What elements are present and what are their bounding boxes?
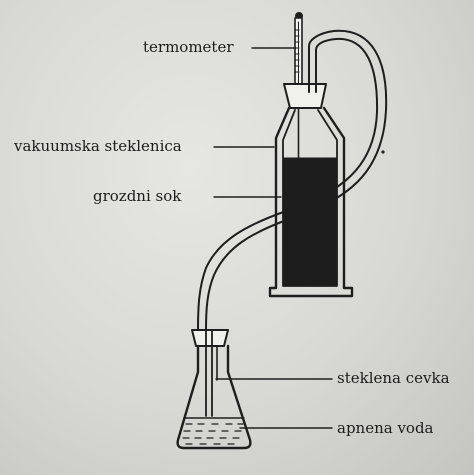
leader-lines bbox=[213, 47, 333, 429]
erlenmeyer-flask bbox=[176, 344, 252, 450]
lime-water bbox=[182, 417, 245, 445]
label-grape-juice: grozdni sok bbox=[93, 187, 182, 205]
label-vacuum-flask: vakuumska steklenica bbox=[14, 137, 182, 155]
label-lime-water: apnena voda bbox=[337, 419, 434, 437]
flask-stopper bbox=[283, 83, 327, 109]
label-thermometer: termometer bbox=[143, 38, 234, 56]
grape-juice bbox=[283, 157, 337, 286]
glass-tube-connector bbox=[197, 29, 388, 331]
vacuum-flask bbox=[268, 106, 354, 298]
erlenmeyer-stopper bbox=[191, 329, 229, 347]
label-glass-tube: steklena cevka bbox=[337, 369, 450, 387]
